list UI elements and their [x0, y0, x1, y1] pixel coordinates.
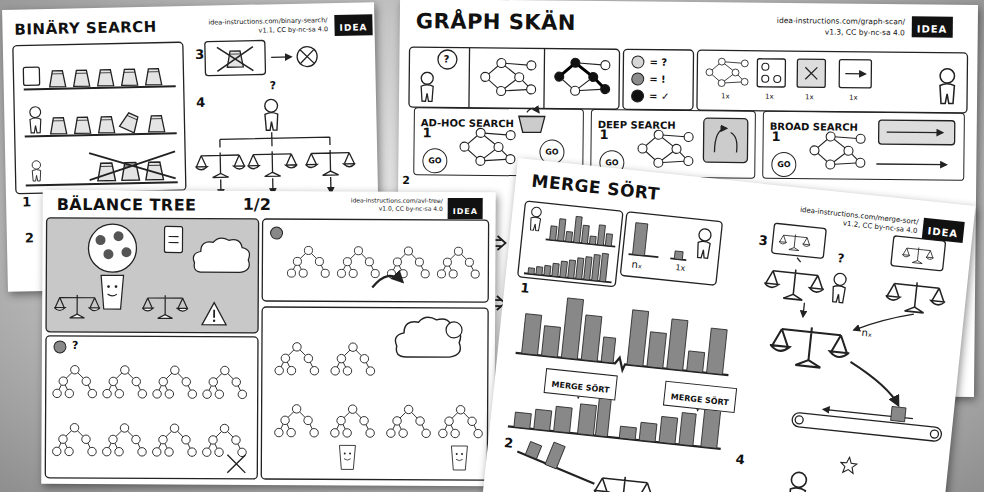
logo-text: IDEA: [453, 207, 478, 216]
go-text: GO: [545, 147, 558, 156]
legend-text: = !: [649, 73, 666, 85]
go-circle: GO: [771, 152, 796, 177]
question-mark: ?: [836, 252, 844, 266]
step-number: 1: [22, 195, 31, 210]
question-mark: ?: [270, 80, 277, 93]
go-text: GO: [777, 160, 790, 169]
step-panel: BROAD SEARCH GO 1: [762, 111, 965, 181]
count-label: 1x: [765, 93, 774, 101]
question-mark: ?: [443, 53, 449, 65]
url-text: idea-instructions.com/avl-tree/: [351, 197, 443, 204]
legend-swatch: [631, 89, 644, 102]
count-label: nₓ: [631, 258, 643, 271]
sheet-title: BINÄRY SEARCH: [14, 19, 157, 39]
page-number: 1/2: [243, 196, 271, 215]
sheet-title: MERGE SÖRT: [531, 172, 661, 205]
count-label: 1x: [849, 94, 858, 102]
sign-text: MERGE SÖRT: [670, 392, 729, 407]
go-circle: GO: [422, 148, 447, 173]
version-text: v1.1, CC by-nc-sa 4.0: [259, 26, 329, 35]
version-text: v1.0, CC by-nc-sa 4.0: [379, 206, 443, 213]
legend-row: = !: [631, 72, 666, 85]
legend-swatch: [631, 55, 644, 68]
logo-badge: IDEA: [922, 218, 965, 243]
step-number: 2: [402, 175, 410, 188]
count-label: 1x: [721, 92, 730, 100]
legend-text: = ✓: [649, 90, 669, 102]
sheet-title: GRÅPH SKÄN: [416, 9, 576, 35]
sign-box: MERGE SÖRT: [544, 368, 618, 400]
step-number: 1: [423, 126, 432, 141]
logo-badge: IDEA: [448, 198, 483, 219]
step-number: 1: [600, 128, 609, 143]
count-label: 1x: [805, 93, 814, 101]
step-number: 1: [520, 281, 531, 297]
count-label: nₓ: [861, 327, 873, 340]
logo-text: IDEA: [917, 23, 948, 35]
legend-text: = ?: [649, 56, 667, 68]
version-text: v1.3, CC by-nc-sa 4.0: [825, 28, 905, 37]
count-label: 1x: [675, 263, 686, 273]
step-number: 4: [735, 452, 746, 468]
legend-row: = ?: [631, 55, 667, 68]
step-number: 1: [772, 130, 781, 145]
step-number: 3: [195, 48, 204, 63]
go-text: GO: [605, 158, 618, 167]
go-text: GO: [428, 156, 441, 165]
legend-row: = ✓: [631, 89, 669, 102]
instruction-sheet: MERGE SÖRTIDEAMERGE SÖRTMERGE SÖRTidea-i…: [482, 158, 976, 492]
merge-sort-illustration: [482, 158, 976, 492]
url-text: idea-instructions.com/graph-scan/: [777, 17, 905, 27]
panel-title: BROAD SEARCH: [770, 121, 858, 133]
logo-text: IDEA: [927, 225, 959, 240]
step-number: 2: [503, 436, 514, 452]
question-mark: ?: [72, 340, 78, 353]
sign-text: MERGE SÖRT: [551, 380, 610, 395]
logo-badge: IDEA: [912, 16, 953, 37]
balance-tree-illustration: [41, 190, 496, 486]
panel-title: AD-HOC SEARCH: [421, 117, 514, 129]
legend-swatch: [631, 72, 644, 85]
instruction-sheet: BÄLANCE TREE IDEA 1/2 idea-instructions.com…: [41, 190, 496, 486]
step-number: 4: [196, 96, 205, 111]
step-number: 2: [25, 231, 34, 246]
step-number: 3: [758, 234, 769, 250]
sign-box: MERGE SÖRT: [663, 381, 737, 413]
logo-badge: IDEA: [334, 14, 372, 36]
logo-text: IDEA: [339, 22, 367, 33]
sheet-title: BÄLANCE TREE: [57, 196, 197, 215]
panel-title: DEEP SEARCH: [598, 119, 676, 131]
